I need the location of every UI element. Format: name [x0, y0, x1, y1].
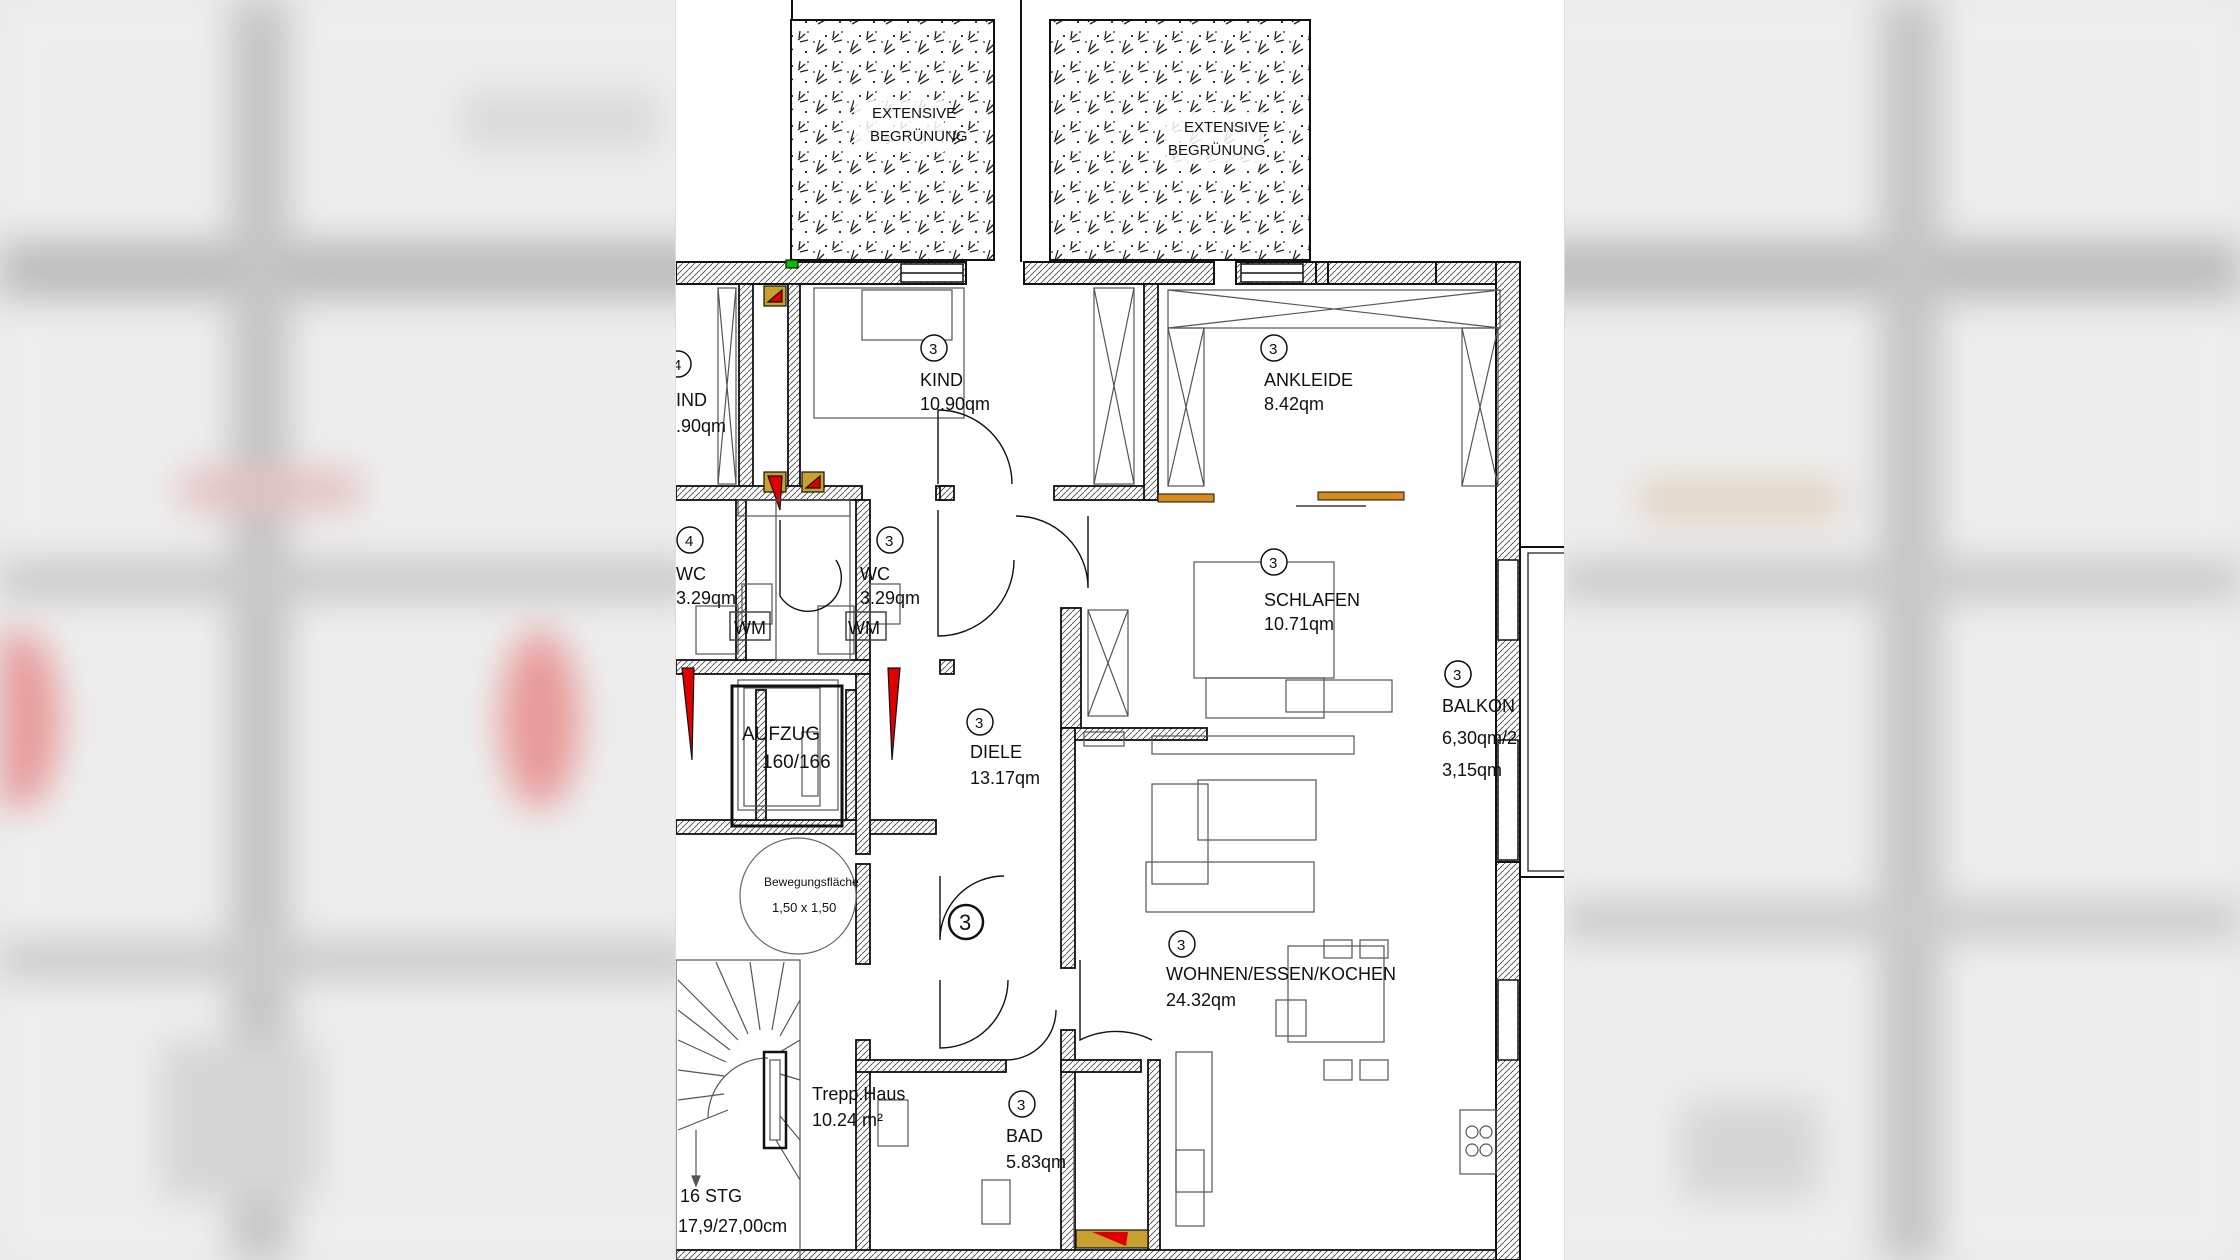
room-bad-number: 3: [1017, 1097, 1025, 1114]
labels: EXTENSIVE BEGRÜNUNG EXTENSIVE BEGRÜNUNG …: [676, 105, 1517, 1236]
room-schlafen-number: 3: [1269, 555, 1277, 572]
room-ankleide-name: ANKLEIDE: [1264, 370, 1353, 390]
sliding-doors: [1157, 491, 1405, 507]
extensive-greenery-left: [790, 19, 995, 261]
stairs-dimensions: 17,9/27,00cm: [678, 1216, 787, 1236]
room-wohnen-area: 24.32qm: [1166, 990, 1236, 1010]
room-balkon-area2: 3,15qm: [1442, 760, 1502, 780]
floor-plan: EXTENSIVE BEGRÜNUNG EXTENSIVE BEGRÜNUNG …: [676, 0, 1564, 1260]
room-aufzug-size: 160/166: [762, 752, 831, 773]
room-treppe-name: Trepp.Haus: [812, 1084, 905, 1104]
greenery-right-line2: BEGRÜNUNG: [1168, 141, 1266, 159]
door-swings: [779, 409, 1153, 1061]
stairs-count: 16 STG: [680, 1186, 742, 1206]
bewegungsflaeche-size: 1,50 x 1,50: [772, 900, 836, 915]
room-bad-area: 5.83qm: [1006, 1152, 1066, 1172]
room-treppe-area: 10.24 m²: [812, 1110, 883, 1130]
room-kind-area: 10.90qm: [920, 394, 990, 414]
elevator-shaft: [730, 684, 844, 828]
entry-number: 3: [959, 910, 971, 935]
room-balkon-number: 3: [1453, 667, 1461, 684]
room-bad-name: BAD: [1006, 1126, 1043, 1146]
elevator-turning-circle: [739, 837, 857, 955]
room-ankleide-number: 3: [1269, 341, 1277, 358]
room-wohnen-name: WOHNEN/ESSEN/KOCHEN: [1166, 964, 1396, 984]
right-windows: [1497, 559, 1519, 1061]
staircase: [676, 959, 801, 1260]
room-schlafen-area: 10.71qm: [1264, 614, 1334, 634]
room-wc-number: 3: [885, 533, 893, 550]
room-balkon-name: BALKON: [1442, 696, 1515, 716]
interior-walls: [676, 283, 1497, 1260]
room-wc-wm: WM: [848, 618, 880, 638]
greenery-left-line2: BEGRÜNUNG: [870, 127, 968, 145]
shaft-markers: [681, 259, 901, 761]
greenery-right-line1: EXTENSIVE: [1184, 119, 1268, 136]
room-wc-left-area: 3.29qm: [676, 588, 736, 608]
extensive-greenery-right: [1049, 19, 1311, 261]
room-kind-left-area: .90qm: [676, 416, 726, 436]
room-diele-number: 3: [975, 715, 983, 732]
room-aufzug-name: AUFZUG: [742, 724, 820, 745]
room-wc-left-name: WC: [676, 564, 706, 584]
room-wc-area: 3.29qm: [860, 588, 920, 608]
floor-plan-drawing: EXTENSIVE BEGRÜNUNG EXTENSIVE BEGRÜNUNG …: [676, 0, 1564, 1260]
room-diele-name: DIELE: [970, 742, 1022, 762]
room-kind-left-name: IND: [676, 390, 707, 410]
room-schlafen-name: SCHLAFEN: [1264, 590, 1360, 610]
balcony: [1519, 546, 1564, 878]
top-windows: [900, 263, 1304, 283]
room-ankleide-area: 8.42qm: [1264, 394, 1324, 414]
room-number-circles: [676, 334, 1472, 1118]
room-wc-name: WC: [860, 564, 890, 584]
room-wc-left-number: 4: [685, 533, 693, 550]
room-kind-name: KIND: [920, 370, 963, 390]
greenery-left-line1: EXTENSIVE: [872, 105, 956, 122]
room-wc-left-wm: WM: [734, 618, 766, 638]
room-wohnen-number: 3: [1177, 937, 1185, 954]
room-kind-left-number: 4: [676, 357, 681, 374]
bewegungsflaeche-name: Bewegungsfläche: [764, 875, 859, 889]
room-diele-area: 13.17qm: [970, 768, 1040, 788]
furniture: [695, 287, 1501, 1249]
room-balkon-area1: 6,30qm/2: [1442, 728, 1517, 748]
room-kind-number: 3: [929, 341, 937, 358]
